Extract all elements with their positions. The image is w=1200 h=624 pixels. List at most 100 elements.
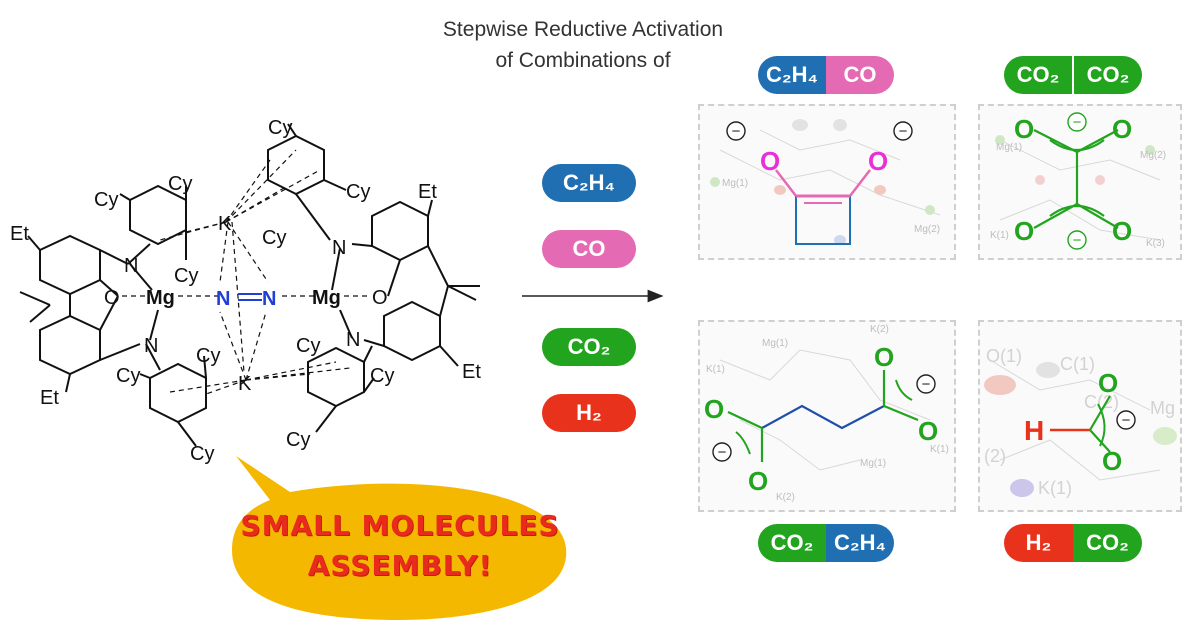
crystal-label-mg1-b: Mg(1) [996, 142, 1022, 153]
n-atom-4: N [346, 329, 360, 351]
succinate-o1: O [874, 342, 894, 372]
crystal-label-2: (2) [984, 446, 1006, 466]
n-atom-2: N [144, 335, 158, 357]
combo-co2-c2h4: CO₂ C₂H₄ [758, 524, 894, 562]
reagent-h2: H₂ [542, 394, 636, 432]
o-atom-right: O [868, 146, 888, 176]
o-atom-right: O [372, 287, 388, 309]
bubble-line-1: SMALL MOLECULES [240, 509, 560, 542]
combo-h2-co2-right: CO₂ [1073, 524, 1142, 562]
oxalate-charge-1: − [1073, 114, 1082, 131]
combo-c2h4-co-left: C₂H₄ [758, 56, 826, 94]
crystal-label-c1: C(1) [1060, 354, 1095, 374]
magnesium-dinitrogen-complex [19, 123, 480, 447]
formate-h: H [1024, 415, 1044, 446]
crystal-label-k2-c: K(2) [870, 324, 889, 335]
crystal-label-k1-d: K(1) [930, 444, 949, 455]
crystal-label-k2-d: K(2) [776, 492, 795, 503]
combo-co2-co2-right: CO₂ [1074, 56, 1142, 94]
succinate-charge-1: − [922, 376, 931, 393]
product-formate: H O O − [1024, 368, 1136, 476]
reagent-co: CO [542, 230, 636, 268]
product-panel-formate [978, 320, 1182, 512]
combo-h2-co2-left: H₂ [1004, 524, 1073, 562]
crystal-atoms-faint [710, 119, 1177, 497]
product-cyclobutene-diolate: O O − − [726, 121, 913, 245]
n-atom-1: N [124, 255, 138, 277]
cy-label-7: Cy [196, 345, 220, 367]
o-atom-left: O [760, 146, 780, 176]
speech-bubble-text: SMALL MOLECULES ASSEMBLY! [236, 506, 564, 586]
product-succinate: O O O O − − [704, 342, 938, 496]
n-atom-n2-left: N [216, 288, 230, 310]
cy-label-9: Cy [190, 443, 214, 465]
oxalate-o3: O [1014, 216, 1034, 246]
cy-label-4: Cy [94, 189, 118, 211]
combo-co2-c2h4-right: C₂H₄ [826, 524, 894, 562]
formate-charge: − [1122, 412, 1131, 429]
et-label-2: Et [40, 387, 59, 409]
cy-label-2: Cy [346, 181, 370, 203]
cy-label-12: Cy [286, 429, 310, 451]
combo-co2-co2-left: CO₂ [1004, 56, 1072, 94]
charge-minus-2: − [899, 123, 908, 140]
figure-title: Stepwise Reductive Activation of Combina… [398, 14, 768, 76]
succinate-o3: O [704, 394, 724, 424]
crystal-label-mg1-d: Mg(1) [860, 458, 886, 469]
crystal-label-o1: O(1) [986, 346, 1022, 366]
succinate-charge-2: − [718, 444, 727, 461]
crystal-label-mg1-c: Mg(1) [762, 338, 788, 349]
charge-minus-1: − [732, 123, 741, 140]
oxalate-o1: O [1014, 114, 1034, 144]
crystal-label-k3-b: K(3) [1146, 238, 1165, 249]
bubble-line-2: ASSEMBLY! [307, 549, 493, 582]
succinate-o2: O [918, 416, 938, 446]
crystal-label-k1-c: K(1) [706, 364, 725, 375]
mg-atom-left: Mg [146, 287, 175, 309]
cy-label-10: Cy [296, 335, 320, 357]
speech-bubble [232, 456, 567, 620]
combo-co2-c2h4-left: CO₂ [758, 524, 826, 562]
formate-o1: O [1098, 368, 1118, 398]
combo-co2-co2: CO₂ CO₂ [1004, 56, 1142, 94]
crystal-label-k1: K(1) [1038, 478, 1072, 498]
combo-divider [1072, 56, 1074, 94]
succinate-o4: O [748, 466, 768, 496]
cy-label-5: Cy [168, 173, 192, 195]
combo-h2-co2: H₂ CO₂ [1004, 524, 1142, 562]
n-atom-n2-right: N [262, 288, 276, 310]
crystal-label-mg: Mg [1150, 398, 1175, 418]
et-label-3: Et [418, 181, 437, 203]
cy-label-3: Cy [262, 227, 286, 249]
crystal-label-mg2-a: Mg(2) [914, 224, 940, 235]
dative-bonds [122, 149, 370, 395]
title-line-2: of Combinations of [495, 49, 671, 72]
o-atom-left: O [104, 287, 120, 309]
oxalate-o2: O [1112, 114, 1132, 144]
title-line-1: Stepwise Reductive Activation [442, 18, 724, 41]
reagent-c2h4: C₂H₄ [542, 164, 636, 202]
k-atom-top: K [218, 213, 232, 235]
et-label-1: Et [10, 223, 29, 245]
product-oxalate [1033, 129, 1119, 229]
combo-c2h4-co: C₂H₄ CO [758, 56, 894, 94]
k-atom-bottom: K [238, 373, 252, 395]
et-label-4: Et [462, 361, 481, 383]
crystal-label-mg1-a: Mg(1) [722, 178, 748, 189]
mg-atom-right: Mg [312, 287, 341, 309]
cy-label-6: Cy [174, 265, 198, 287]
cy-label-11: Cy [370, 365, 394, 387]
combo-c2h4-co-right: CO [826, 56, 894, 94]
n-atom-3: N [332, 237, 346, 259]
cy-label-1: Cy [268, 117, 292, 139]
cy-label-8: Cy [116, 365, 140, 387]
crystal-label-k1-b: K(1) [990, 230, 1009, 241]
product-panel-succinate [698, 320, 956, 512]
crystal-label-mg2-b: Mg(2) [1140, 150, 1166, 161]
crystal-structure-faint [719, 129, 1161, 481]
oxalate-o4: O [1112, 216, 1132, 246]
oxalate-charge-2: − [1073, 232, 1082, 249]
formate-o2: O [1102, 446, 1122, 476]
